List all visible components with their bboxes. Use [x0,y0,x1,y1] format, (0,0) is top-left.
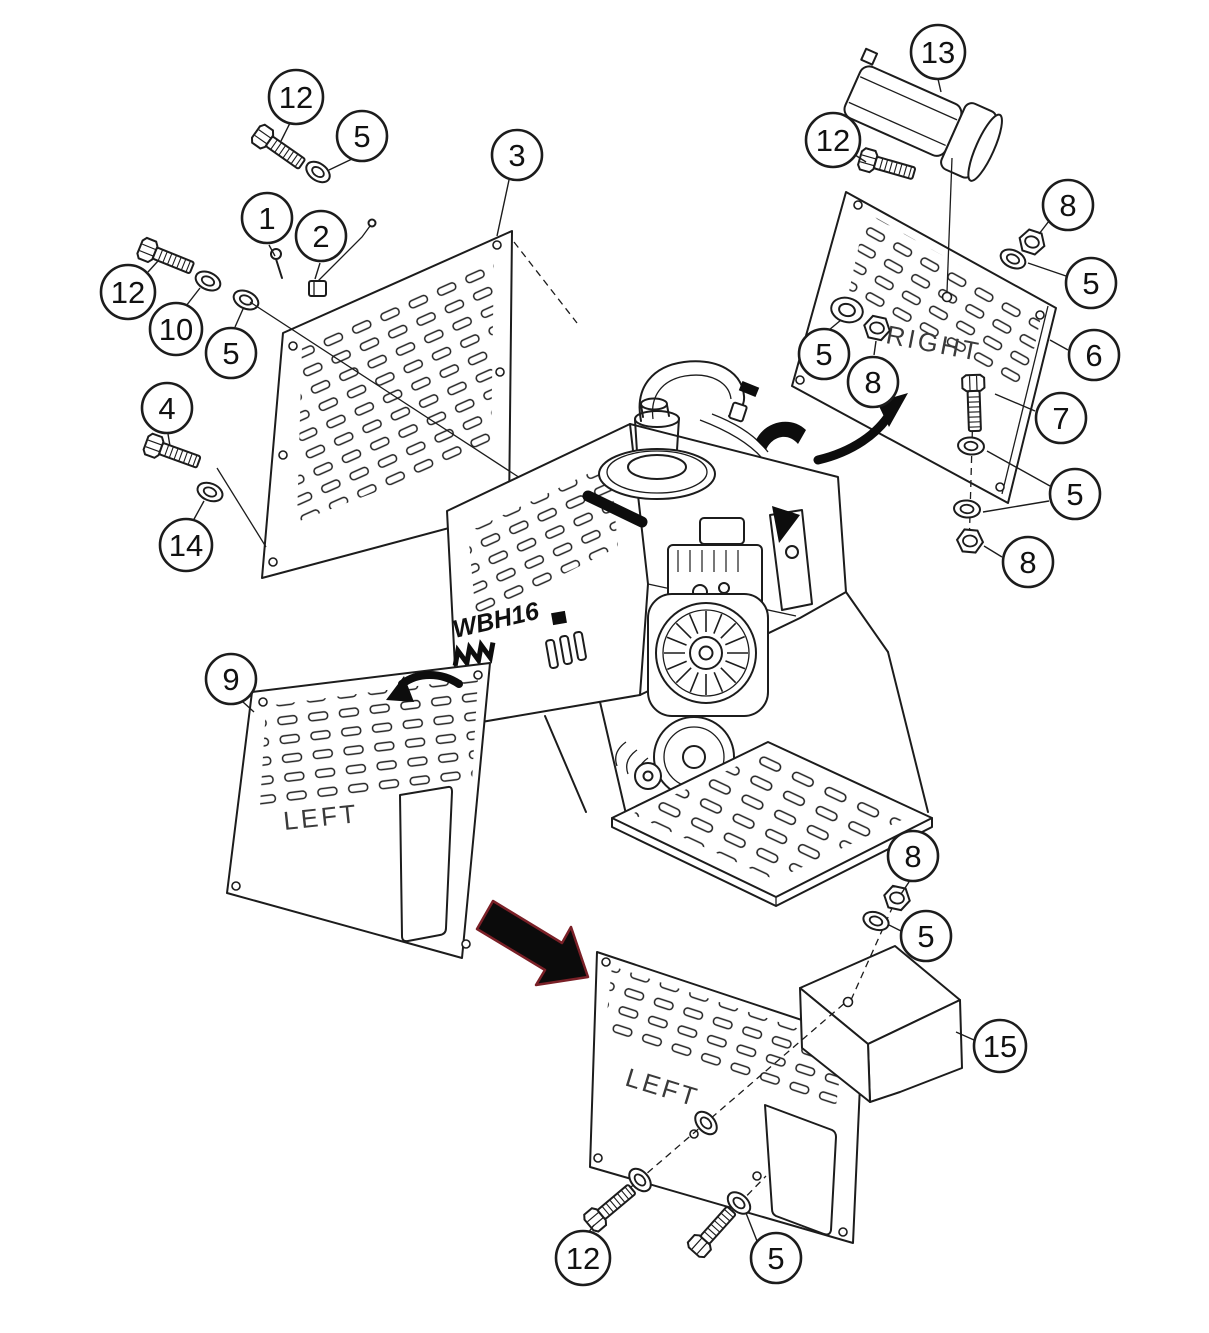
svg-text:15: 15 [983,1029,1017,1064]
callout-8-right-lower: 8 [1001,535,1055,589]
svg-text:14: 14 [169,528,203,563]
svg-text:6: 6 [1085,338,1102,373]
part-2-clamp [308,218,377,297]
alignment-line-13 [946,157,953,293]
svg-text:12: 12 [279,80,313,115]
part-13-canister [843,47,1003,182]
callout-13: 13 [909,23,967,81]
nut-8-c [955,527,985,555]
callout-3: 3 [490,128,544,182]
callout-9: 9 [204,652,258,706]
panel-3-grille [261,230,513,579]
washer-5-a [301,156,335,188]
part-15-cover [799,945,963,1103]
svg-text:5: 5 [222,336,239,371]
brand-logo [452,639,496,670]
callout-7: 7 [1034,391,1088,445]
svg-text:5: 5 [1082,266,1099,301]
hardware-lower [580,883,914,1261]
assembly-arrow [475,899,590,987]
panel-left-lower: LEFT [589,951,863,1244]
bolt-lower-b [684,1202,741,1261]
callout-8-bottom: 8 [886,829,940,883]
washer-5-e2 [952,498,982,520]
svg-text:8: 8 [1019,545,1036,580]
svg-text:4: 4 [158,391,175,426]
callout-4: 4 [140,381,194,435]
callout-5-bottom: 5 [899,909,953,963]
callout-1: 1 [240,191,294,245]
callout-5-left: 5 [204,326,258,380]
washer-5-f [859,907,893,935]
svg-text:5: 5 [815,337,832,372]
svg-text:2: 2 [312,219,329,254]
bolt-12-d [580,1179,640,1235]
callout-14: 14 [158,517,214,573]
filler-funnel [598,397,716,500]
callout-12-bottom: 12 [554,1229,612,1287]
bolt-12-a [248,121,310,175]
fan [647,593,769,717]
frame [544,591,929,815]
svg-text:3: 3 [508,138,525,173]
svg-text:12: 12 [566,1241,600,1276]
callout-12-top-right: 12 [804,111,862,169]
grip [582,490,648,528]
bolt-12-b [855,146,918,186]
callout-12-top-left: 12 [267,68,325,126]
grommet-5-d [830,296,864,324]
svg-text:9: 9 [222,662,239,697]
svg-text:5: 5 [1066,477,1083,512]
callout-8-top-right: 8 [1041,178,1095,232]
callout-8-panel-right: 8 [846,355,900,409]
svg-text:10: 10 [159,312,193,347]
svg-text:7: 7 [1052,401,1069,436]
panel-6-right-grille: RIGHT [791,191,1057,504]
part-1-pin [270,248,283,279]
svg-text:13: 13 [921,35,955,70]
callout-5-panel-right: 5 [797,327,851,381]
leader-lines [147,78,1069,1242]
machine-body: WBH16 [446,360,933,907]
callout-12-left: 12 [99,263,157,321]
svg-text:5: 5 [917,919,934,954]
panel-9-left: LEFT [226,662,491,959]
svg-text:5: 5 [767,1241,784,1276]
svg-text:1: 1 [258,201,275,236]
svg-text:8: 8 [904,839,921,874]
nut-8-a [1015,226,1049,258]
nut-8-d [880,883,914,913]
callout-2: 2 [294,209,348,263]
callout-10: 10 [148,301,204,357]
svg-text:12: 12 [816,123,850,158]
handle-loop [638,360,760,423]
callout-5-bottom-right: 5 [749,1231,803,1285]
callout-5-right-lower: 5 [1048,467,1102,521]
hardware-upper [134,121,1049,555]
construction-lines-upper [216,241,578,548]
lever [756,421,806,450]
install-arrow-left [386,671,463,702]
callout-5-top-left: 5 [335,109,389,163]
svg-text:12: 12 [111,275,145,310]
washer-10 [191,266,225,296]
svg-text:8: 8 [864,365,881,400]
callout-5-right-upper: 5 [1064,256,1118,310]
washer-14 [193,478,227,506]
svg-text:5: 5 [353,119,370,154]
svg-text:8: 8 [1059,188,1076,223]
pointer-arrow-down [772,506,800,543]
bolt-4 [141,431,204,474]
washer-5-c [229,285,263,315]
callout-6: 6 [1067,328,1121,382]
callout-15: 15 [972,1018,1028,1074]
platform [611,741,933,907]
